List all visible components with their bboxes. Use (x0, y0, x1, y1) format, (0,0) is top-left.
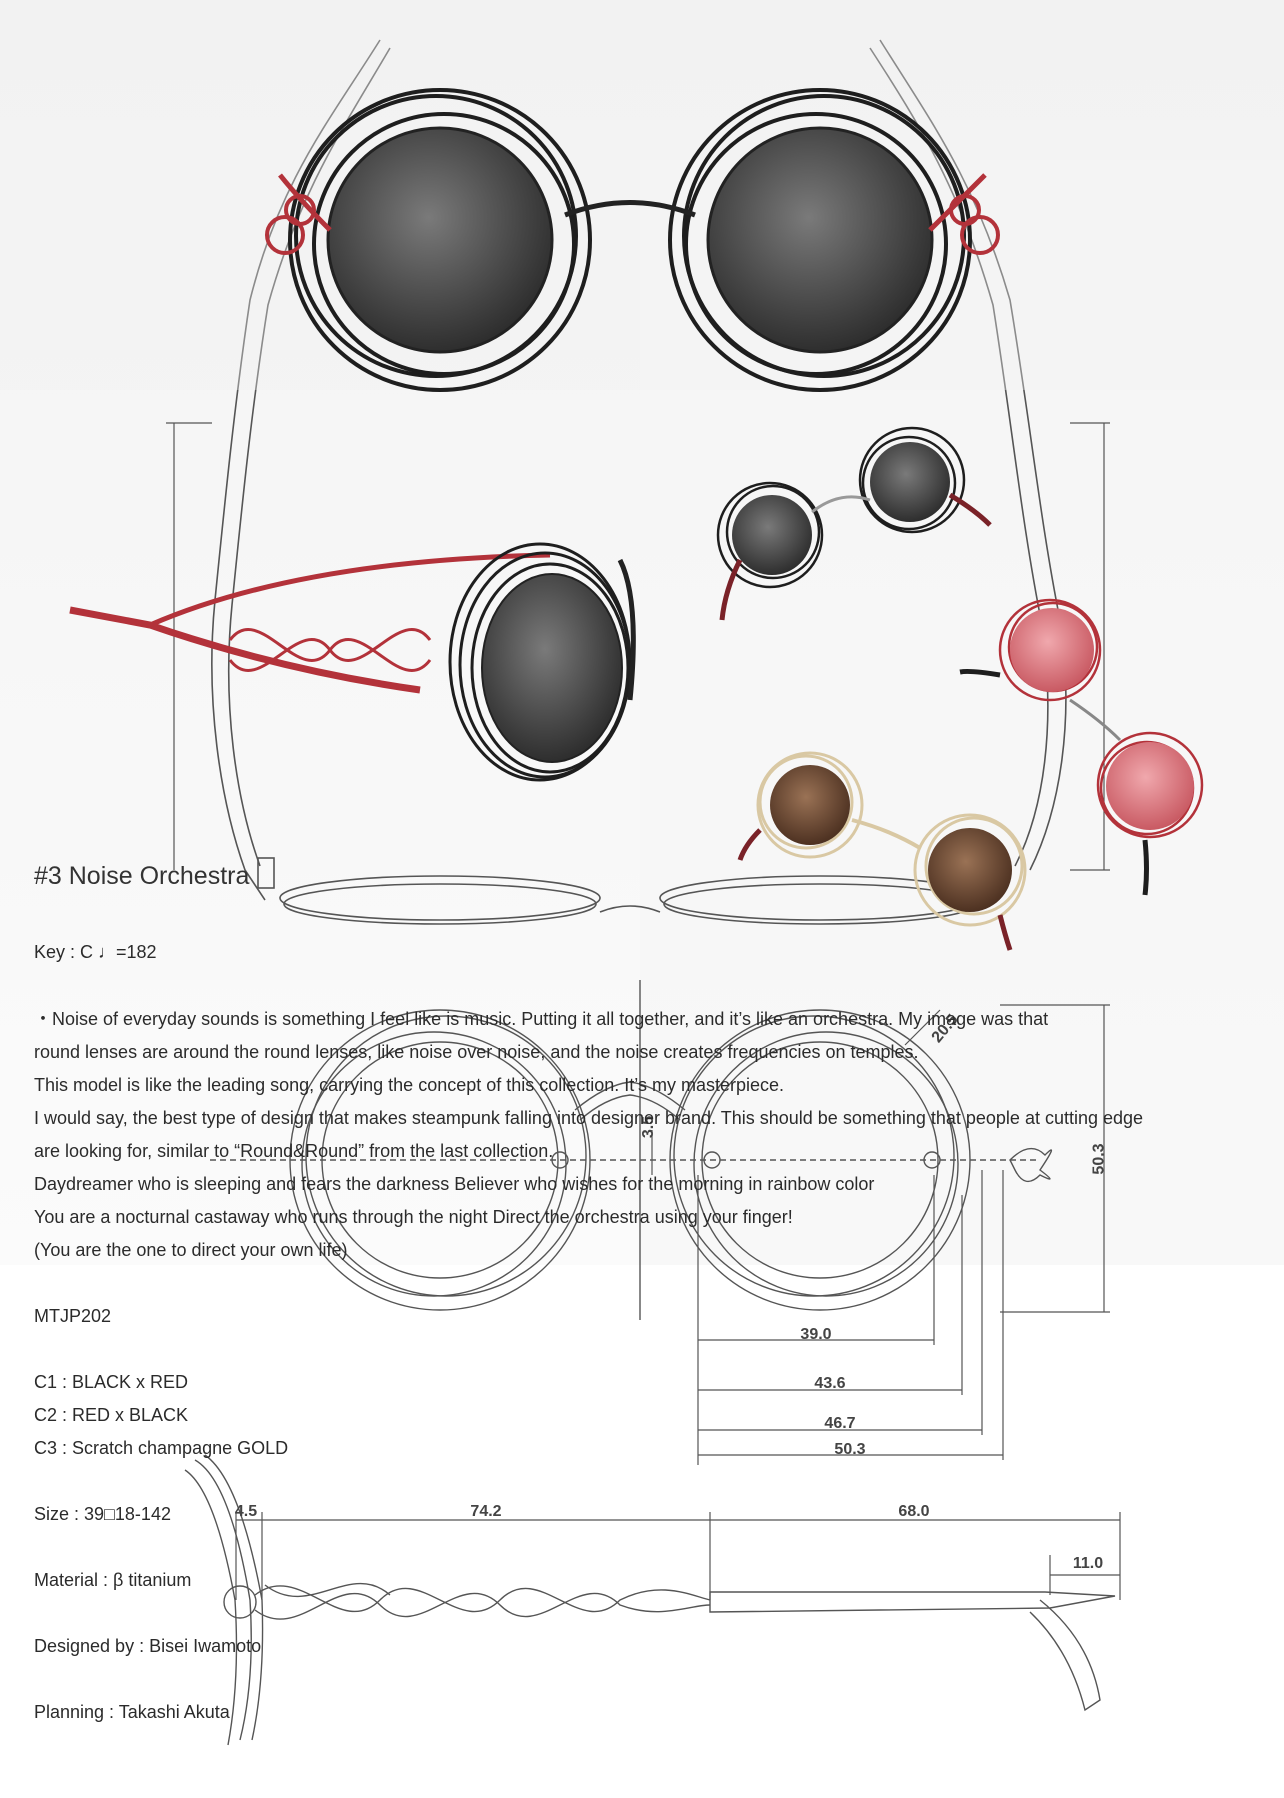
dim-lens-outer: 43.6 (814, 1375, 846, 1392)
color-c1: C1 : BLACK x RED (34, 1372, 189, 1392)
photo-black-red-pair (716, 426, 992, 621)
description-line: are looking for, similar to “Round&Round… (34, 1141, 554, 1161)
dim-lens-width: 39.0 (800, 1326, 832, 1343)
material-spec: Material : β titanium (34, 1570, 192, 1590)
side-view-photo (69, 542, 636, 782)
description-line: round lenses are around the round lenses… (34, 1042, 919, 1062)
outline-temples (211, 39, 1067, 901)
dim-frame-b: 50.3 (834, 1441, 866, 1458)
size-spec: Size : 39□18-142 (34, 1504, 171, 1524)
front-technical-drawing (210, 980, 1053, 1320)
description-line: You are a nocturnal castaway who runs th… (34, 1207, 793, 1227)
description: ・Noise of everyday sounds is something I… (34, 1003, 1143, 1267)
description-line: Daydreamer who is sleeping and fears the… (34, 1174, 875, 1194)
dim-temple-b: 68.0 (898, 1503, 930, 1520)
side-technical-drawing (184, 1454, 1116, 1746)
description-line: I would say, the best type of design tha… (34, 1108, 1144, 1128)
front-view-photo (0, 0, 1284, 392)
color-c2: C2 : RED x BLACK (34, 1405, 189, 1425)
key-tempo: Key : C ♩=182 (34, 942, 157, 962)
front-dimension-lines (651, 1004, 1110, 1465)
designer-credit: Designed by : Bisei Iwamoto (34, 1636, 262, 1656)
photo-champagne-gold-pair (737, 751, 1027, 951)
dim-temple-a: 74.2 (470, 1503, 502, 1520)
photo-red-black-pair (959, 598, 1204, 896)
dim-frame-a: 46.7 (824, 1415, 856, 1432)
dimension-lines-top (166, 422, 1110, 871)
dim-hinge: 4.5 (234, 1503, 258, 1520)
dim-tip: 11.0 (1072, 1555, 1104, 1572)
description-line: (You are the one to direct your own life… (34, 1240, 348, 1260)
side-dimension-lines (235, 1512, 1121, 1600)
description-line: This model is like the leading song, car… (34, 1075, 785, 1095)
planning-credit: Planning : Takashi Akuta (34, 1702, 230, 1722)
color-c3: C3 : Scratch champagne GOLD (34, 1438, 289, 1458)
description-line: ・Noise of everyday sounds is something I… (34, 1009, 1049, 1029)
product-title: #3 Noise Orchestra (34, 862, 250, 890)
model-number: MTJP202 (34, 1306, 112, 1326)
